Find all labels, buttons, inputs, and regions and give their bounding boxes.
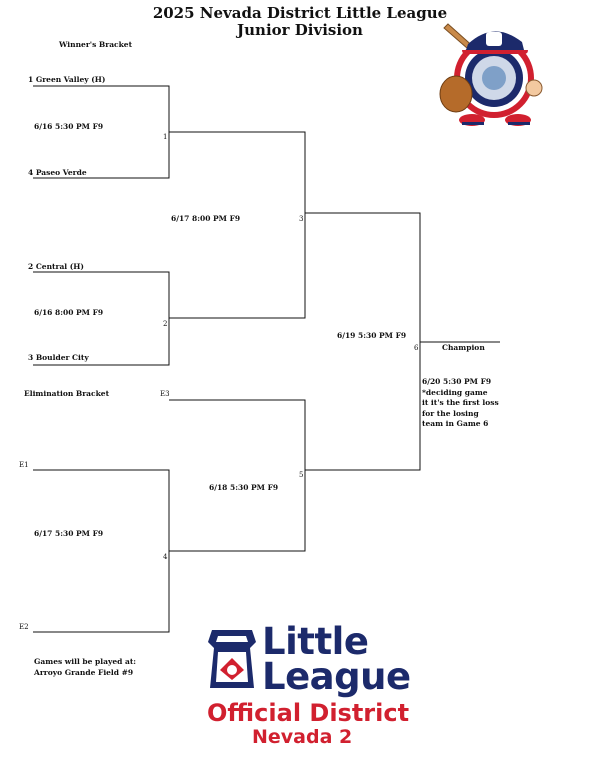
game7-note-line5: team in Game 6 [422, 419, 489, 428]
venue-line2: Arroyo Grande Field #9 [34, 667, 134, 677]
game3-number: 3 [299, 215, 304, 223]
team-boulder-city: 3 Boulder City [28, 353, 89, 362]
game4-time: 6/17 5:30 PM F9 [34, 529, 104, 538]
slot-e3: E3 [160, 390, 170, 398]
game2-time: 6/16 8:00 PM F9 [34, 308, 104, 317]
game3-time: 6/17 8:00 PM F9 [171, 214, 241, 223]
champion-label: Champion [442, 343, 485, 352]
logo-official-district: Official District [207, 699, 410, 727]
game4-bracket-line [33, 469, 170, 633]
game4-number: 4 [163, 553, 168, 561]
team-paseo-verde: 4 Paseo Verde [28, 168, 87, 177]
elimination-bracket-label: Elimination Bracket [24, 389, 110, 398]
game5-number: 5 [299, 471, 304, 479]
game7-note-line1: 6/20 5:30 PM F9 [422, 377, 492, 386]
winners-bracket-label: Winner's Bracket [59, 40, 133, 49]
team-green-valley: 1 Green Valley (H) [28, 75, 106, 84]
game7-note-line4: for the losing [422, 408, 479, 418]
page-title: 2025 Nevada District Little League [152, 4, 448, 22]
logo-nevada-2: Nevada 2 [252, 726, 353, 748]
game1-time: 6/16 5:30 PM F9 [34, 122, 104, 131]
game7-note: 6/20 5:30 PM F9 *deciding game it it's t… [422, 377, 499, 430]
game7-note-line3: it it's the first loss [422, 398, 499, 407]
venue-line1: Games will be played at: [34, 657, 137, 666]
logo-word-league: League [262, 655, 411, 698]
logo-word-little: Little [262, 620, 369, 663]
game2-bracket-line [33, 271, 170, 366]
game1-number: 1 [163, 133, 168, 141]
little-league-keystone-icon [208, 630, 256, 688]
game6-bracket-line [305, 212, 421, 471]
game2-number: 2 [163, 320, 168, 328]
game6-number: 6 [414, 344, 419, 352]
mascot-logo-icon [439, 23, 543, 126]
page-subtitle: Junior Division [237, 21, 363, 39]
slot-e1: E1 [19, 461, 29, 469]
game5-bracket-line [169, 399, 306, 552]
game3-bracket-line [169, 131, 306, 319]
game6-time: 6/19 5:30 PM F9 [337, 331, 407, 340]
venue-info: Games will be played at: Arroyo Grande F… [34, 657, 136, 678]
game7-note-line2: *deciding game [422, 387, 488, 397]
team-central: 2 Central (H) [28, 262, 84, 271]
game5-time: 6/18 5:30 PM F9 [209, 483, 279, 492]
slot-e2: E2 [19, 623, 29, 631]
game1-bracket-line [33, 85, 170, 179]
